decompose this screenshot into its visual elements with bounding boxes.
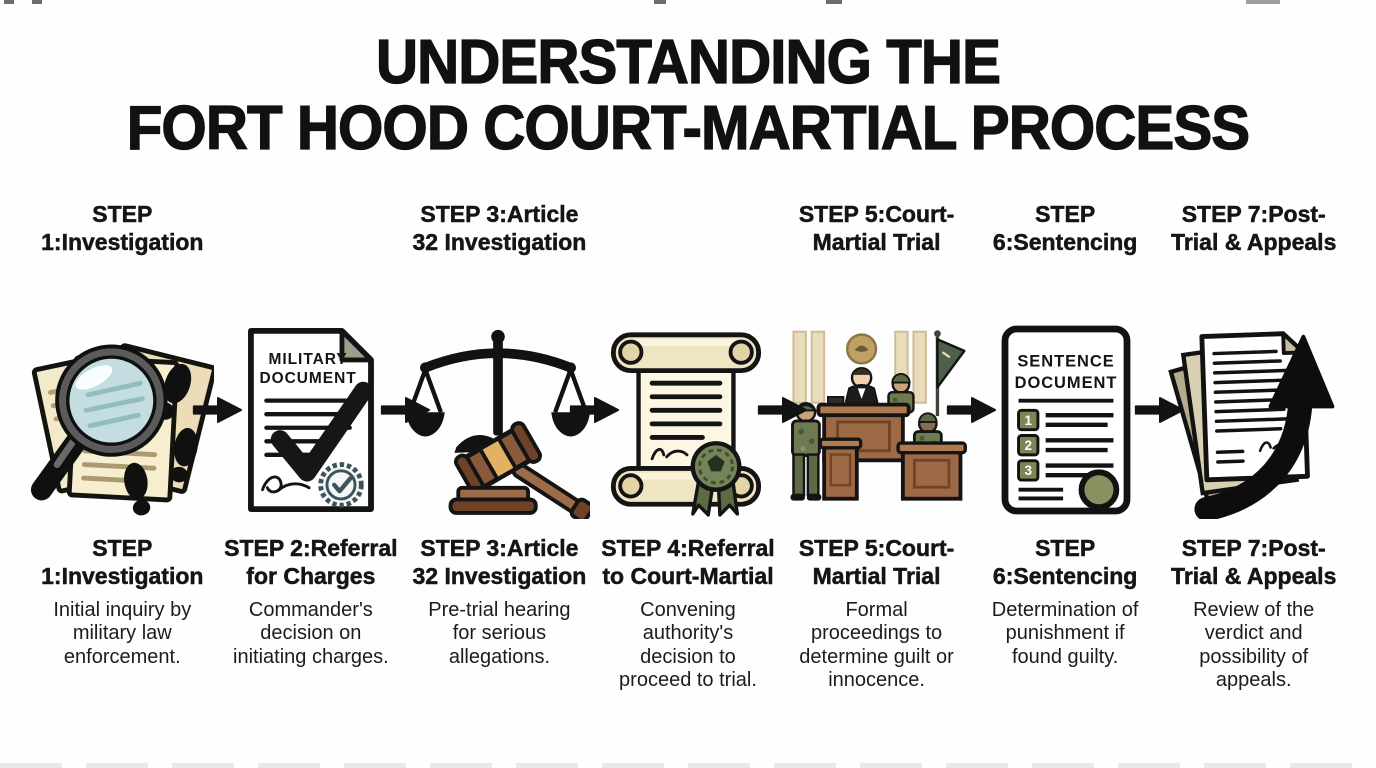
sentence-document-numbered-list-icon: SENTENCE DOCUMENT 1 2 3 — [1001, 326, 1131, 515]
right-arrow-icon — [758, 397, 808, 424]
top-edge-artifact — [4, 0, 14, 4]
step-7-summary: STEP 7:Post-Trial & Appeals Review of th… — [1159, 535, 1348, 693]
title-block: UNDERSTANDING THE FORT HOOD COURT-MARTIA… — [0, 0, 1376, 161]
right-arrow-icon — [380, 397, 431, 424]
bottom-edge-artifact — [0, 763, 1376, 768]
numbered-list: 1 2 3 — [1017, 409, 1114, 482]
step-6-heading: STEP 6:Sentencing — [992, 535, 1138, 590]
page-title-line-1: UNDERSTANDING THE — [375, 28, 1001, 97]
sentence-document-title-line-2: DOCUMENT — [1015, 374, 1118, 392]
list-number-3: 3 — [1024, 464, 1032, 479]
scroll-top-roll — [610, 332, 762, 374]
step-6-description: Determination of punishment if found gui… — [991, 598, 1139, 668]
top-edge-artifact — [1246, 0, 1280, 4]
military-document-title-line-1: MILITARY — [268, 351, 347, 368]
top-edge-artifact — [32, 0, 42, 4]
list-number-1: 1 — [1024, 413, 1032, 428]
accused-soldier-figure — [790, 402, 822, 502]
top-edge-artifact — [654, 0, 666, 4]
top-label-step-7: STEP 7:Post-Trial & Appeals — [1171, 201, 1337, 256]
sentence-document-title-line-1: SENTENCE — [1017, 353, 1114, 371]
process-icon-row: MILITARY DOCUMENT — [0, 319, 1376, 521]
step-4-summary: STEP 4:Referral to Court-Martial Conveni… — [594, 535, 783, 693]
right-arrow-icon — [569, 397, 619, 424]
seal-emblem — [707, 455, 725, 472]
upward-arrow-icon — [1194, 335, 1335, 520]
top-step-labels-row: STEP 1:Investigation STEP 3:Article 32 I… — [0, 201, 1376, 319]
right-arrow-icon — [192, 397, 242, 424]
gavel-handle — [511, 462, 590, 520]
military-document-checkmark-icon: MILITARY DOCUMENT — [248, 328, 374, 513]
footprints — [124, 364, 198, 516]
step-2-heading: STEP 2:Referral for Charges — [224, 535, 398, 590]
step-4-heading: STEP 4:Referral to Court-Martial — [601, 535, 775, 590]
footer-lines — [1018, 488, 1064, 501]
scales-icon — [406, 330, 590, 454]
step-6-summary: STEP 6:Sentencing Determination of punis… — [971, 535, 1160, 669]
top-label-step-3: STEP 3:Article 32 Investigation — [412, 201, 587, 256]
defense-podium — [818, 437, 863, 502]
military-courtroom-scene-icon — [790, 330, 967, 502]
checkmark-icon — [270, 382, 373, 482]
scroll-text-lines — [649, 381, 723, 441]
scroll-ribbon-seal-icon — [610, 332, 762, 518]
documents-upward-arrow-icon — [1168, 331, 1335, 520]
appeal-papers — [1168, 331, 1310, 506]
approval-seal-icon — [318, 462, 364, 509]
top-label-step-5: STEP 5:Court-Martial Trial — [798, 201, 955, 256]
magnifier-icon — [30, 344, 168, 501]
top-label-step-6: STEP 6:Sentencing — [992, 201, 1138, 256]
ribbon-seal-icon — [690, 441, 742, 518]
bottom-step-labels-row: STEP 1:Investigation Initial inquiry by … — [0, 535, 1376, 693]
signature-scribble — [650, 448, 689, 461]
judge-bench — [816, 396, 911, 463]
step-1-heading: STEP 1:Investigation — [41, 535, 204, 590]
page-title-line-2: FORT HOOD COURT-MARTIAL PROCESS — [126, 93, 1251, 163]
gavel-sound-block — [448, 486, 538, 516]
step-3-description: Pre-trial hearing for serious allegation… — [428, 598, 571, 668]
right-arrow-icon — [946, 397, 996, 424]
step-3-summary: STEP 3:Article 32 Investigation Pre-tria… — [405, 535, 594, 669]
step-7-heading: STEP 7:Post-Trial & Appeals — [1171, 535, 1337, 590]
list-number-2: 2 — [1024, 438, 1032, 453]
military-document-title-line-2: DOCUMENT — [259, 371, 356, 388]
step-1-description: Initial inquiry by military law enforcem… — [53, 598, 192, 668]
signature-scribble — [261, 475, 311, 494]
witness-box — [896, 441, 967, 502]
magnifier-documents-footprints-icon — [30, 343, 214, 516]
step-4-description: Convening authority's decision to procee… — [619, 598, 757, 692]
circle-seal-icon — [1078, 469, 1120, 511]
step-5-heading: STEP 5:Court-Martial Trial — [798, 535, 955, 590]
step-2-summary: STEP 2:Referral for Charges Commander's … — [217, 535, 406, 669]
eagle-seal-icon — [846, 333, 878, 365]
step-5-description: Formal proceedings to determine guilt or… — [799, 598, 954, 692]
step-5-summary: STEP 5:Court-Martial Trial Formal procee… — [782, 535, 971, 693]
step-2-description: Commander's decision on initiating charg… — [233, 598, 389, 668]
step-7-description: Review of the verdict and possibility of… — [1193, 598, 1315, 692]
step-1-summary: STEP 1:Investigation Initial inquiry by … — [28, 535, 217, 669]
step-3-heading: STEP 3:Article 32 Investigation — [412, 535, 587, 590]
gavel-icon — [448, 421, 590, 520]
flag-icon — [934, 330, 966, 417]
top-edge-artifact — [826, 0, 842, 4]
top-label-step-1: STEP 1:Investigation — [41, 201, 204, 256]
scales-of-justice-gavel-icon — [406, 330, 590, 520]
right-arrow-icon — [1135, 397, 1185, 424]
